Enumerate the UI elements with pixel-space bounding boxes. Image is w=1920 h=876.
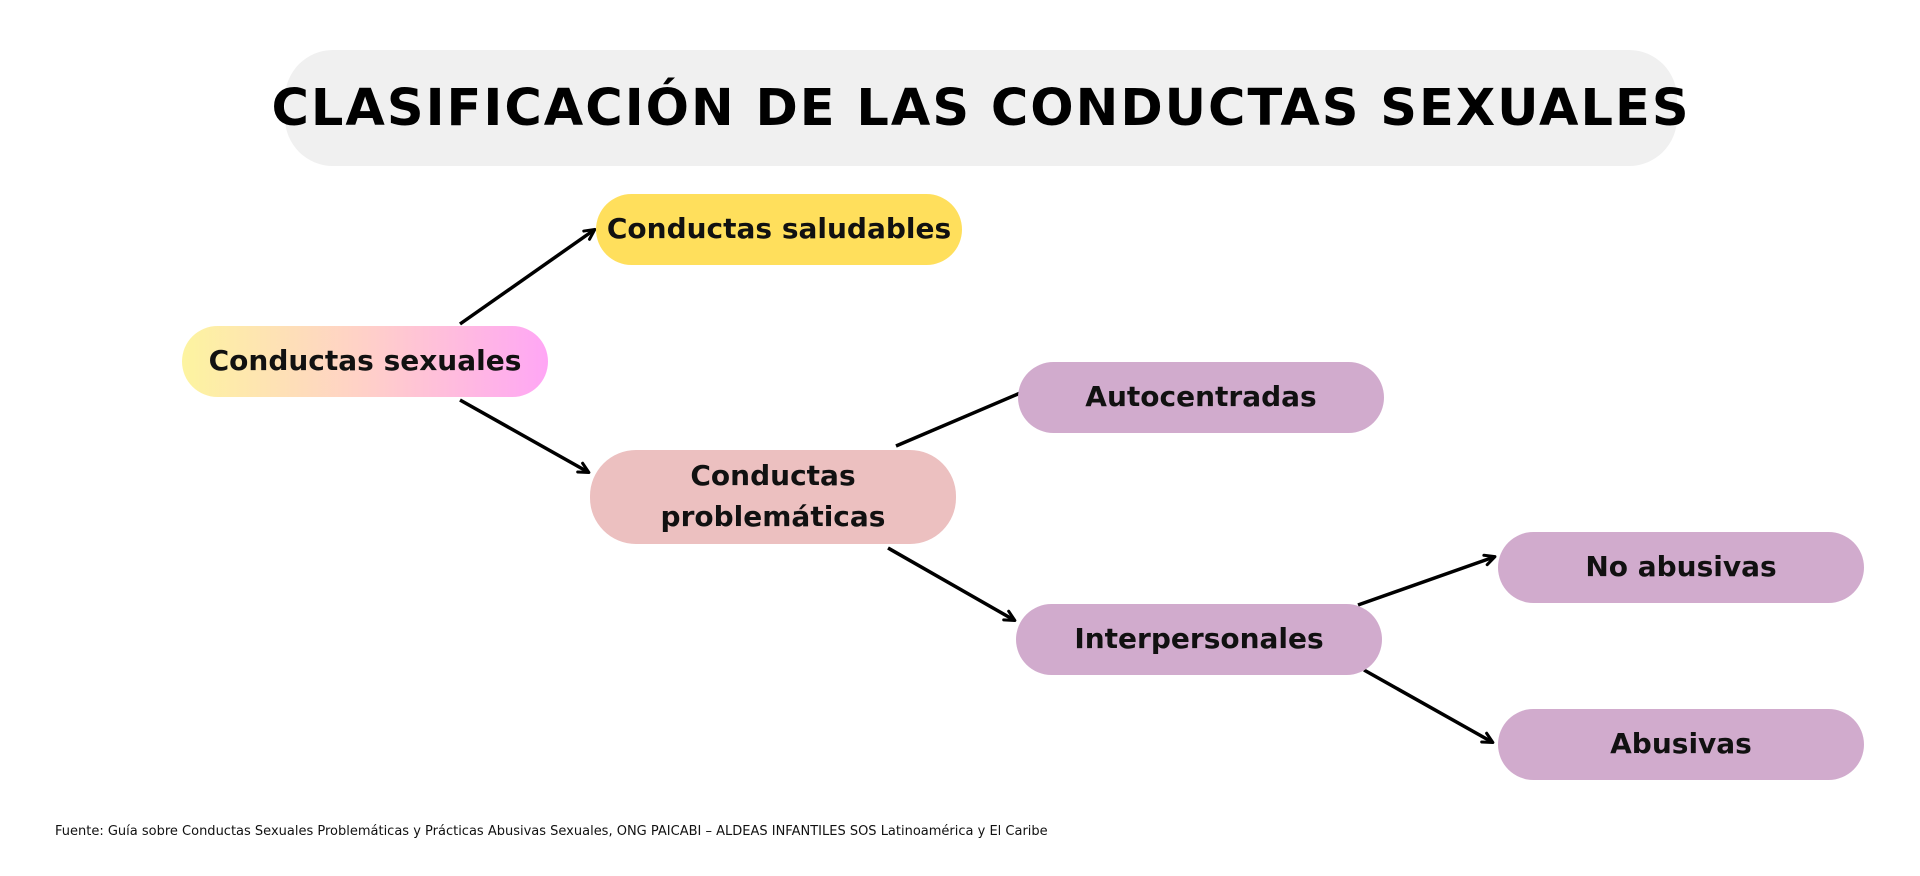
node-label: Autocentradas xyxy=(1085,380,1317,414)
arrow-root-to-problem xyxy=(459,398,591,474)
arrow-root-to-healthy xyxy=(458,227,597,326)
node-label: Conductas sexuales xyxy=(208,344,522,378)
node-no-abusivas: No abusivas xyxy=(1498,532,1864,603)
node-label: Interpersonales xyxy=(1074,622,1324,656)
source-citation: Fuente: Guía sobre Conductas Sexuales Pr… xyxy=(55,824,1048,839)
arrow-problem-to-inter xyxy=(887,546,1017,622)
node-label: Conductas saludables xyxy=(606,212,952,246)
diagram-title: CLASIFICACIÓN DE LAS CONDUCTAS SEXUALES xyxy=(271,78,1691,138)
node-conductas-saludables: Conductas saludables xyxy=(596,194,962,265)
node-label-multiline: Conductas problemáticas xyxy=(661,456,886,537)
node-label: No abusivas xyxy=(1585,550,1777,584)
title-banner: CLASIFICACIÓN DE LAS CONDUCTAS SEXUALES xyxy=(271,50,1689,166)
node-conductas-sexuales: Conductas sexuales xyxy=(182,326,548,397)
node-label-line-2: problemáticas xyxy=(660,500,886,533)
node-autocentradas: Autocentradas xyxy=(1018,362,1384,433)
node-label: Abusivas xyxy=(1610,727,1752,761)
node-label-line-1: Conductas xyxy=(690,459,856,493)
arrow-inter-to-noabusive xyxy=(1357,553,1497,607)
arrow-problem-to-auto xyxy=(895,385,1035,448)
arrow-inter-to-abusive xyxy=(1363,668,1495,744)
node-conductas-problematicas: Conductas problemáticas xyxy=(590,450,956,544)
node-interpersonales: Interpersonales xyxy=(1016,604,1382,675)
node-abusivas: Abusivas xyxy=(1498,709,1864,780)
